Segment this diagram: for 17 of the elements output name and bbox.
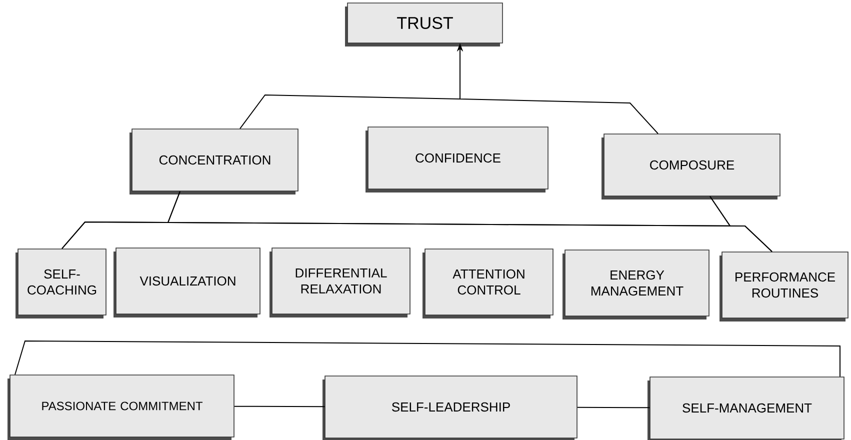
label-box: ENERGY MANAGEMENT [562,250,710,320]
label-box: SELF-COACHING [16,248,106,318]
label-box: SELF-LEADERSHIP [322,376,578,440]
connector-line [576,406,650,408]
connector-line [234,406,326,408]
bracket-line [710,196,772,252]
label-box: COMPOSURE [602,134,780,200]
label-box: PERFORMANCE ROUTINES [720,252,848,322]
label-box: CONCENTRATION [130,128,298,194]
label-box: DIFFERENTIAL RELAXATION [270,248,410,318]
label-box: VISUALIZATION [114,248,260,318]
label-box: CONFIDENCE [366,126,548,192]
bracket-line [14,340,840,378]
label-box: TRUST [345,2,503,46]
label-box: PASSIONATE COMMITMENT [8,374,234,440]
label-box: ATTENTION CONTROL [422,248,554,318]
label-box: SELF-MANAGEMENT [648,376,844,440]
